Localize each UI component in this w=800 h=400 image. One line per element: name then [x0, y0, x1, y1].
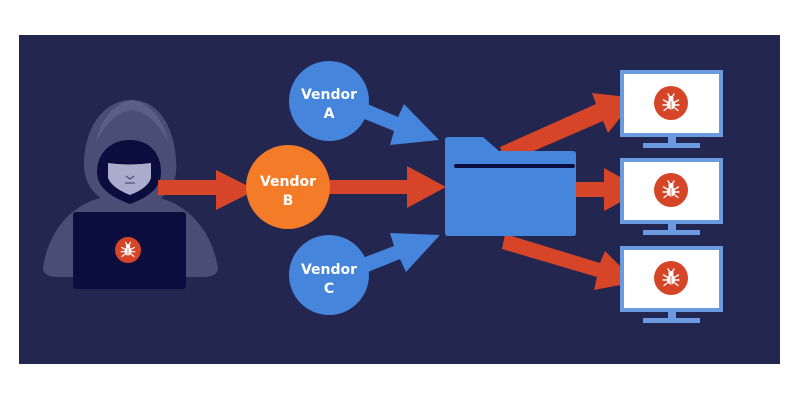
arrow-vendor-a-to-folder [352, 100, 439, 145]
bug-icon [654, 86, 688, 120]
vendor-c-label-line1: Vendor [301, 262, 357, 278]
vendor-a-node: Vendor A [289, 61, 369, 141]
vendor-b-label-line1: Vendor [260, 174, 316, 190]
vendor-a-label-line1: Vendor [301, 87, 357, 103]
infected-computer-3 [620, 246, 723, 323]
vendor-b-label-line2: B [283, 193, 294, 209]
attacker-figure [43, 100, 218, 289]
vendor-c-node: Vendor C [289, 235, 369, 315]
arrow-folder-to-computer-2 [570, 168, 643, 211]
arrow-vendor-b-to-folder [328, 166, 446, 208]
folder-icon [445, 137, 576, 236]
arrow-attacker-to-vendor-b [158, 170, 256, 210]
bug-icon [654, 173, 688, 207]
arrow-vendor-c-to-folder [352, 233, 440, 276]
vendor-a-label-line2: A [324, 106, 335, 122]
bug-icon [654, 261, 688, 295]
vendor-b-node: Vendor B [246, 145, 330, 229]
arrow-folder-to-computer-3 [502, 234, 636, 290]
vendor-c-label-line2: C [324, 281, 334, 297]
infected-computer-1 [620, 70, 723, 148]
infected-computer-2 [620, 158, 723, 235]
bug-icon [115, 237, 141, 263]
arrow-folder-to-computer-1 [500, 93, 636, 163]
